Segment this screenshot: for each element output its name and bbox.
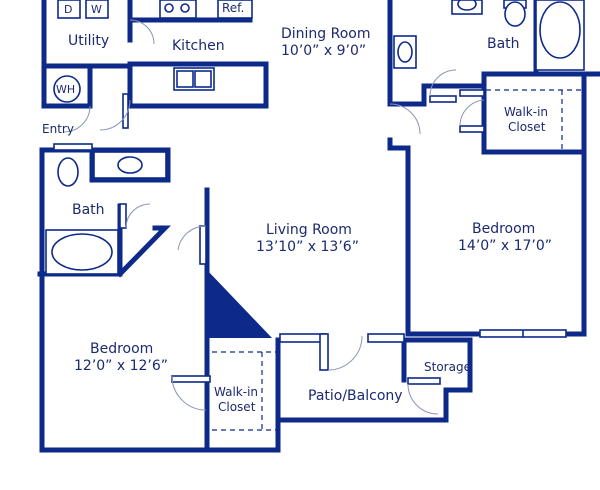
right-bedroom-label: Bedroom [472,221,535,237]
top-bath-label: Bath [487,36,520,52]
water-heater: WH [53,75,81,103]
structural-column [207,270,272,338]
top-bath-fixtures [393,0,585,71]
stove [159,0,197,19]
top-walkin-label-2: Closet [508,120,546,134]
left-bedroom-label: Bedroom [90,341,153,357]
closet-shelves [212,89,582,431]
bottom-walkin-label-2: Closet [218,400,256,414]
sliding-doors [279,329,567,371]
right-bedroom-size: 14’0” x 17’0” [458,238,552,254]
utility-label: Utility [68,33,109,49]
storage-label: Storage [424,360,471,374]
washer-label: W [91,3,102,16]
dining-room-label: Dining Room [281,26,371,42]
left-bath-fixtures [45,143,167,275]
left-bath-label: Bath [72,202,105,218]
kitchen-sink [173,67,215,91]
dryer-label: D [64,3,72,16]
living-room-size: 13’10” x 13’6” [256,239,359,255]
refrigerator: Ref. [217,0,253,19]
kitchen-label: Kitchen [172,38,225,54]
patio-label: Patio/Balcony [308,388,403,404]
entry-label: Entry [42,122,74,136]
top-walkin-label-1: Walk-in [504,105,548,119]
living-room-label: Living Room [266,222,352,238]
dining-room-size: 10’0” x 9’0” [281,43,366,59]
water-heater-label: WH [56,83,75,96]
left-bedroom-size: 12’0” x 12’6” [74,358,168,374]
refrigerator-label: Ref. [222,1,244,15]
washer-dryer: D W [57,0,109,19]
bottom-walkin-label-1: Walk-in [214,385,258,399]
door-swings [63,19,485,415]
room-labels: Utility Kitchen Dining Room 10’0” x 9’0”… [42,26,552,414]
